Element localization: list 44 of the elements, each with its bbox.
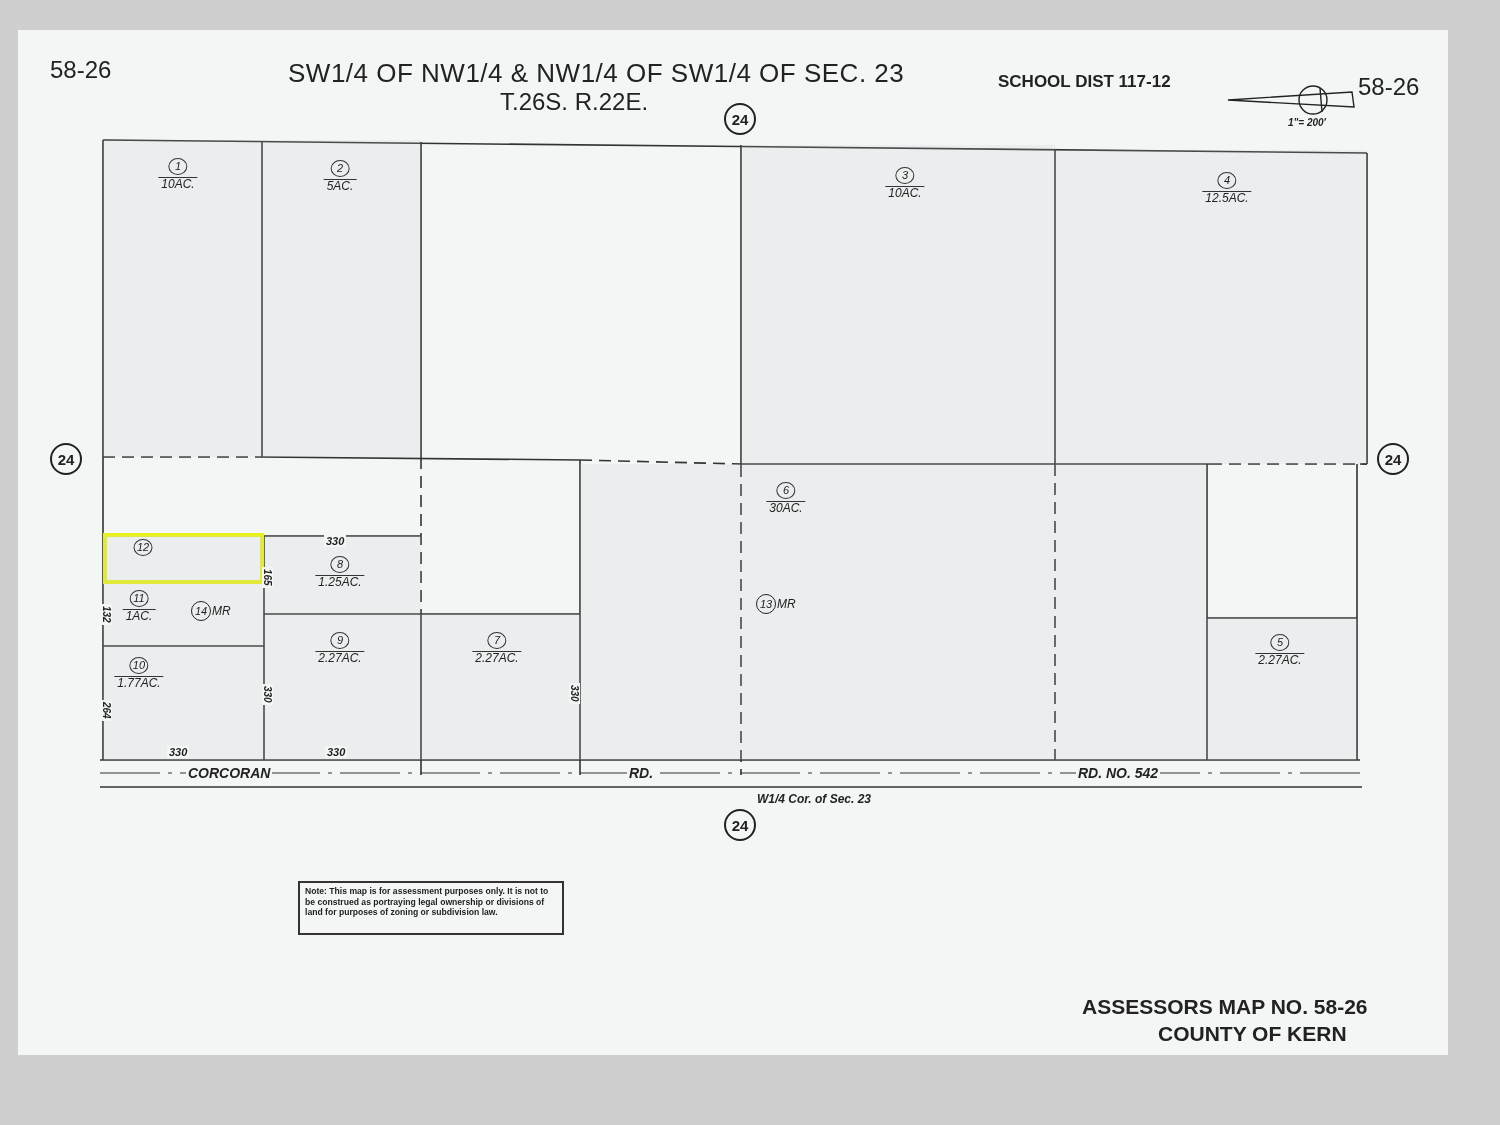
parcel [262,140,421,457]
node-note: MR [212,604,231,618]
acreage-label: 30AC. [766,501,806,515]
dimension-label: 330 [325,746,348,758]
parcel [264,614,421,760]
dimension-label: 264 [101,700,112,721]
acreage-label: 5AC. [323,179,357,193]
dimension-label: 165 [262,567,273,588]
parcel [421,614,580,760]
township-range: T.26S. R.22E. [500,88,649,116]
dimension-label: 330 [262,684,273,705]
road-name: RD. NO. 542 [1076,765,1161,781]
parcel [1207,618,1357,760]
dimension-label: 330 [569,683,580,704]
parcel [741,145,1055,464]
acreage-label: 12.5AC. [1202,191,1252,205]
acreage-label: 1AC. [122,609,156,623]
acreage-label: 1.77AC. [114,676,164,690]
map-number-label: ASSESSORS MAP NO. 58-26 [1082,995,1368,1019]
parcel [264,536,421,614]
road-name: CORCORAN [186,765,273,781]
dimension-label: 330 [167,746,190,758]
parcel [580,464,1207,760]
acreage-label: 2.27AC. [472,651,522,665]
parcel [103,646,264,760]
acreage-label: 2.27AC. [1255,653,1305,667]
school-district: SCHOOL DIST 117-12 [998,72,1171,92]
parcel [103,140,262,457]
note-box: Note: This map is for assessment purposes only. It is not to be construed as portraying legal ownership or divisions of land for purposes of zoning or subdivision law. [298,881,564,935]
dimension-label: 132 [101,604,112,625]
acreage-label: 1.25AC. [315,575,365,589]
corner-note: W1/4 Cor. of Sec. 23 [755,792,874,806]
sheet-number: 58-26 [50,56,112,84]
scale-label: 1"= 200' [1288,117,1326,128]
dimension-label: 330 [324,535,347,547]
county-label: COUNTY OF KERN [1158,1022,1347,1046]
map-title: SW1/4 OF NW1/4 & NW1/4 OF SW1/4 OF SEC. 23 [288,58,905,89]
acreage-label: 10AC. [158,177,198,191]
acreage-label: 10AC. [885,186,925,200]
parcel [1055,150,1367,464]
node-note: MR [777,597,796,611]
acreage-label: 2.27AC. [315,651,365,665]
sheet-number: 58-26 [1358,73,1420,101]
parcel [103,582,264,646]
